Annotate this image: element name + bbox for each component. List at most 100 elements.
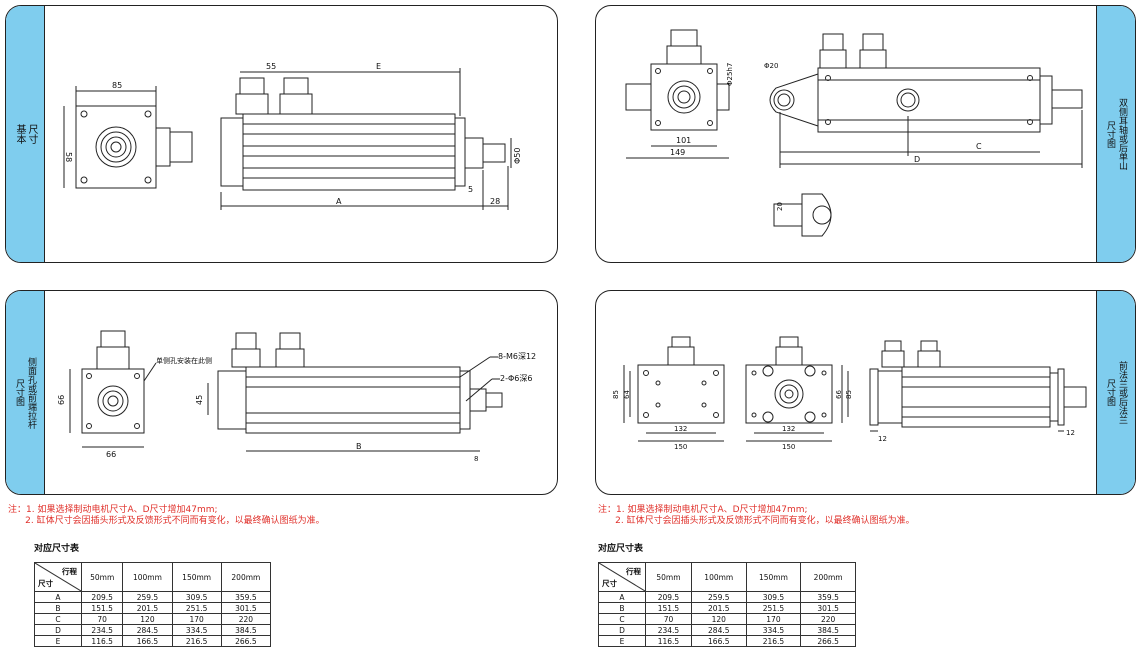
dim-label: 150 [674,443,687,451]
table-cell: 251.5 [745,602,802,614]
dim-label: 45 [195,395,204,405]
corner-bottom-label: 尺寸 [38,579,53,588]
dim-label: 12 [878,435,887,443]
table-cell: 209.5 [80,591,124,603]
dim-label: 20 [776,202,784,211]
panel-tab: 尺寸图 前法兰或后法兰 [1096,291,1135,494]
row-label: B [598,602,646,614]
column-header: 100mm [122,562,173,592]
panel-flange-dimensions: 尺寸图 前法兰或后法兰 85 64 132 150 66 85 132 150 [595,290,1136,495]
dim-label: 101 [676,136,691,145]
dim-label: E [376,62,381,71]
column-header: 50mm [645,562,692,592]
side-view-flange [220,117,244,187]
table-cell: 259.5 [690,591,747,603]
table-cell: 266.5 [800,635,856,647]
dim-label: B [356,442,362,451]
corner-top-label: 行程 [626,567,641,576]
row-label: B [34,602,82,614]
dim-label: Φ20 [764,62,778,70]
dim-label: Φ50 [513,148,522,164]
table-cell: 216.5 [745,635,802,647]
note-line: 2. 缸体尺寸会因插头形式及反馈形式不同而有变化，以最终确认图纸为准。 [8,516,325,526]
table-cell: 234.5 [645,624,692,636]
row-label: E [598,635,646,647]
table-cell: 116.5 [80,635,124,647]
dim-label: 132 [674,425,687,433]
rear-flange-body [637,364,725,424]
panel-tab: 尺寸图 双侧耳轴或后单山 [1096,6,1135,262]
tab-label: 尺寸图 [1105,379,1115,406]
side-view-cylinder [901,366,1051,428]
side-view-cylinder [817,67,1041,133]
table-cell: 284.5 [690,624,747,636]
table-cell: 251.5 [171,602,222,614]
tab-label: 双侧耳轴或后单山 [1117,98,1127,170]
corner-top-label: 行程 [62,567,77,576]
table-cell: 166.5 [122,635,173,647]
table-header-row: 行程 尺寸 50mm 100mm 150mm 200mm [34,562,272,592]
table-cell: 116.5 [645,635,692,647]
column-header: 150mm [171,562,222,592]
table-cell: 309.5 [745,591,802,603]
diagonal-line [35,563,81,591]
front-view-body [650,63,718,131]
dim-label: 66 [106,450,116,459]
front-flange-body [745,364,833,424]
front-view-body [81,368,145,434]
note-line: 注：1. 如果选择制动电机尺寸A、D尺寸增加47mm; [8,505,218,515]
table-cell: 259.5 [122,591,173,603]
dim-label: 12 [1066,429,1075,437]
dim-label: 5 [468,185,473,194]
column-header: 150mm [745,562,802,592]
drawing-side-hole: 单侧孔安装在此侧 66 66 45 B 8 8-M6深12 2-Φ6深6 [57,330,536,463]
row-label: A [34,591,82,603]
table-cell: 216.5 [171,635,222,647]
diagonal-line [599,563,645,591]
table-cell: 234.5 [80,624,124,636]
table-cell: 384.5 [800,624,856,636]
panel-tab: 基本 尺寸 [6,6,45,262]
tab-label: 侧面孔或前端拉杆 [26,356,36,429]
table-title: 对应尺寸表 [598,544,644,554]
dim-label: D [914,155,920,164]
table-corner-cell: 行程 尺寸 [34,562,82,592]
table-cell: 151.5 [645,602,692,614]
front-view-body [75,105,157,189]
callout-text: 2-Φ6深6 [500,374,532,383]
note-line: 注：1. 如果选择制动电机尺寸A、D尺寸增加47mm; [598,505,808,515]
row-label: D [34,624,82,636]
column-header: 100mm [690,562,747,592]
panel-tab: 尺寸图 侧面孔或前端拉杆 [6,291,45,494]
tab-label: 前法兰或后法兰 [1117,361,1127,424]
tab-label: 基本 [14,124,25,144]
column-header: 200mm [220,562,272,592]
dim-label: 85 [612,390,620,399]
table-corner-cell: 行程 尺寸 [598,562,646,592]
table-cell: 309.5 [171,591,222,603]
dim-label: 132 [782,425,795,433]
column-header: 50mm [80,562,124,592]
table-title: 对应尺寸表 [34,544,80,554]
table-cell: 384.5 [220,624,272,636]
table-cell: 70 [80,613,124,625]
dim-label: 66 [835,390,843,399]
table-header-row: 行程 尺寸 50mm 100mm 150mm 200mm [598,562,856,592]
table-cell: 120 [122,613,173,625]
dim-label: 149 [670,148,685,157]
dim-label: 85 [112,81,122,90]
table-cell: 166.5 [690,635,747,647]
dim-label: 150 [782,443,795,451]
table-cell: 120 [690,613,747,625]
table-cell: 301.5 [220,602,272,614]
panel-side-hole-dimensions: 尺寸图 侧面孔或前端拉杆 单侧孔安装在此侧 66 66 45 B 8 8-M6深… [5,290,558,495]
dim-label: 64 [623,390,631,399]
row-label: A [598,591,646,603]
